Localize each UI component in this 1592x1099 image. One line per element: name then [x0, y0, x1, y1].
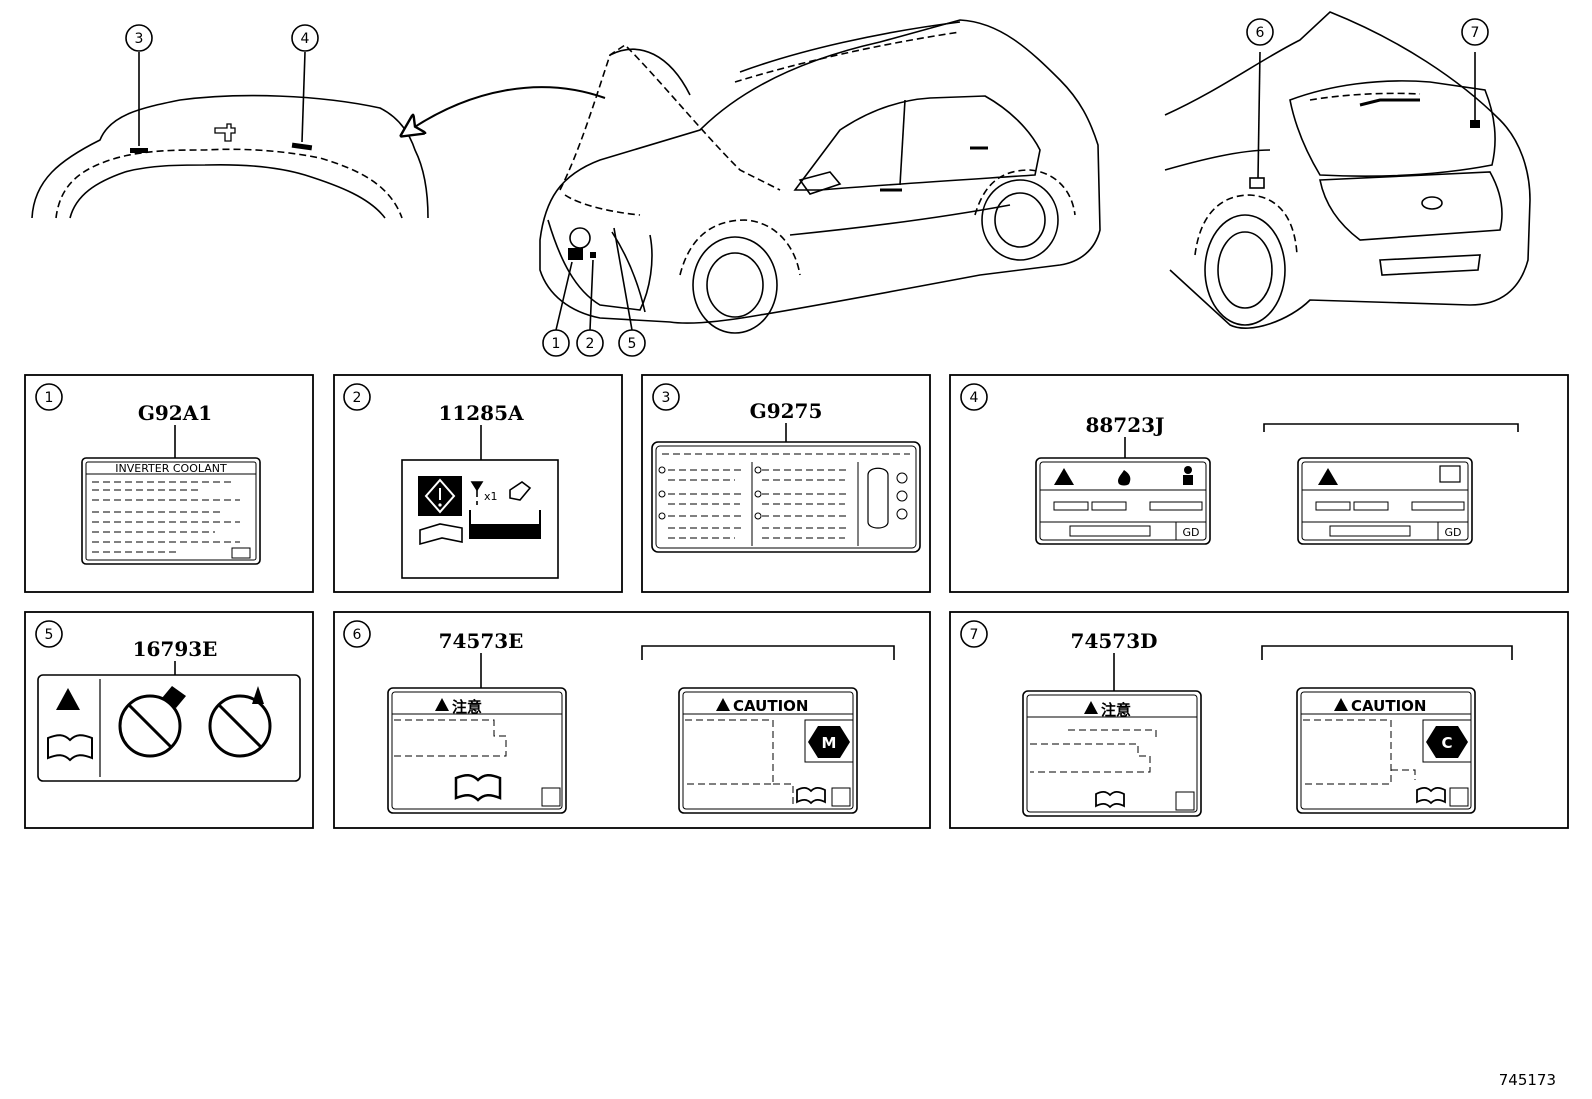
callout-1-car: 1	[552, 336, 561, 352]
panel-4-label-b-code: GD	[1445, 526, 1462, 539]
car-rear-view-drawing	[1164, 11, 1531, 329]
panel-6-badge: M	[822, 734, 837, 752]
panel-4	[1035, 423, 1519, 545]
panel-1	[81, 425, 261, 565]
panel-5-part-number: 16793E	[133, 637, 218, 661]
panel-7-warning-icon-a	[1084, 701, 1098, 714]
direction-arrow	[410, 86, 606, 130]
panel-6-warning-icon-b	[716, 698, 730, 711]
panel-6-part-number: 74573E	[439, 629, 524, 653]
panel-2	[401, 425, 559, 579]
panel-3-callout: 3	[662, 390, 671, 406]
hood-detail-drawing	[31, 51, 429, 219]
panel-3-part-number: G9275	[750, 399, 823, 423]
panel-1-label-heading: INVERTER COOLANT	[115, 462, 227, 475]
figure-id: 745173	[1498, 1071, 1556, 1089]
panel-5	[37, 661, 301, 782]
panel-6-warning-icon-a	[435, 698, 449, 711]
panel-7-callout: 7	[970, 627, 979, 643]
panel-callout-circles	[35, 383, 988, 648]
panel-2-part-number: 11285A	[438, 401, 524, 425]
panel-2-quantity-mark: x1	[484, 490, 498, 503]
panel-4-part-number: 88723J	[1085, 413, 1164, 437]
callout-3-top: 3	[135, 31, 144, 47]
callout-7-rear: 7	[1471, 25, 1480, 41]
panel-3	[651, 423, 921, 553]
callout-5-car: 5	[628, 336, 637, 352]
panel-7-label-en: CAUTION	[1351, 697, 1426, 715]
panel-6-label-en: CAUTION	[733, 697, 808, 715]
scene-callouts	[125, 18, 1489, 357]
panel-7-part-number: 74573D	[1071, 629, 1158, 653]
panel-borders	[24, 374, 1569, 829]
car-front-view-drawing	[539, 19, 1101, 334]
panel-2-callout: 2	[353, 390, 362, 406]
callout-6-rear: 6	[1256, 25, 1265, 41]
panel-5-callout: 5	[45, 627, 54, 643]
panel-7	[1022, 645, 1513, 817]
callout-4-top: 4	[301, 31, 310, 47]
panel-6-callout: 6	[353, 627, 362, 643]
panel-1-callout: 1	[45, 390, 54, 406]
panel-4-label-a-code: GD	[1183, 526, 1200, 539]
panel-6	[387, 645, 895, 814]
callout-2-car: 2	[586, 336, 595, 352]
panel-1-part-number: G92A1	[138, 401, 212, 425]
panel-6-label-jp: 注意	[452, 698, 482, 716]
panel-7-label-jp: 注意	[1101, 701, 1131, 719]
panel-7-warning-icon-b	[1334, 698, 1348, 711]
panel-4-callout: 4	[970, 390, 979, 406]
panel-7-badge: C	[1441, 734, 1452, 752]
